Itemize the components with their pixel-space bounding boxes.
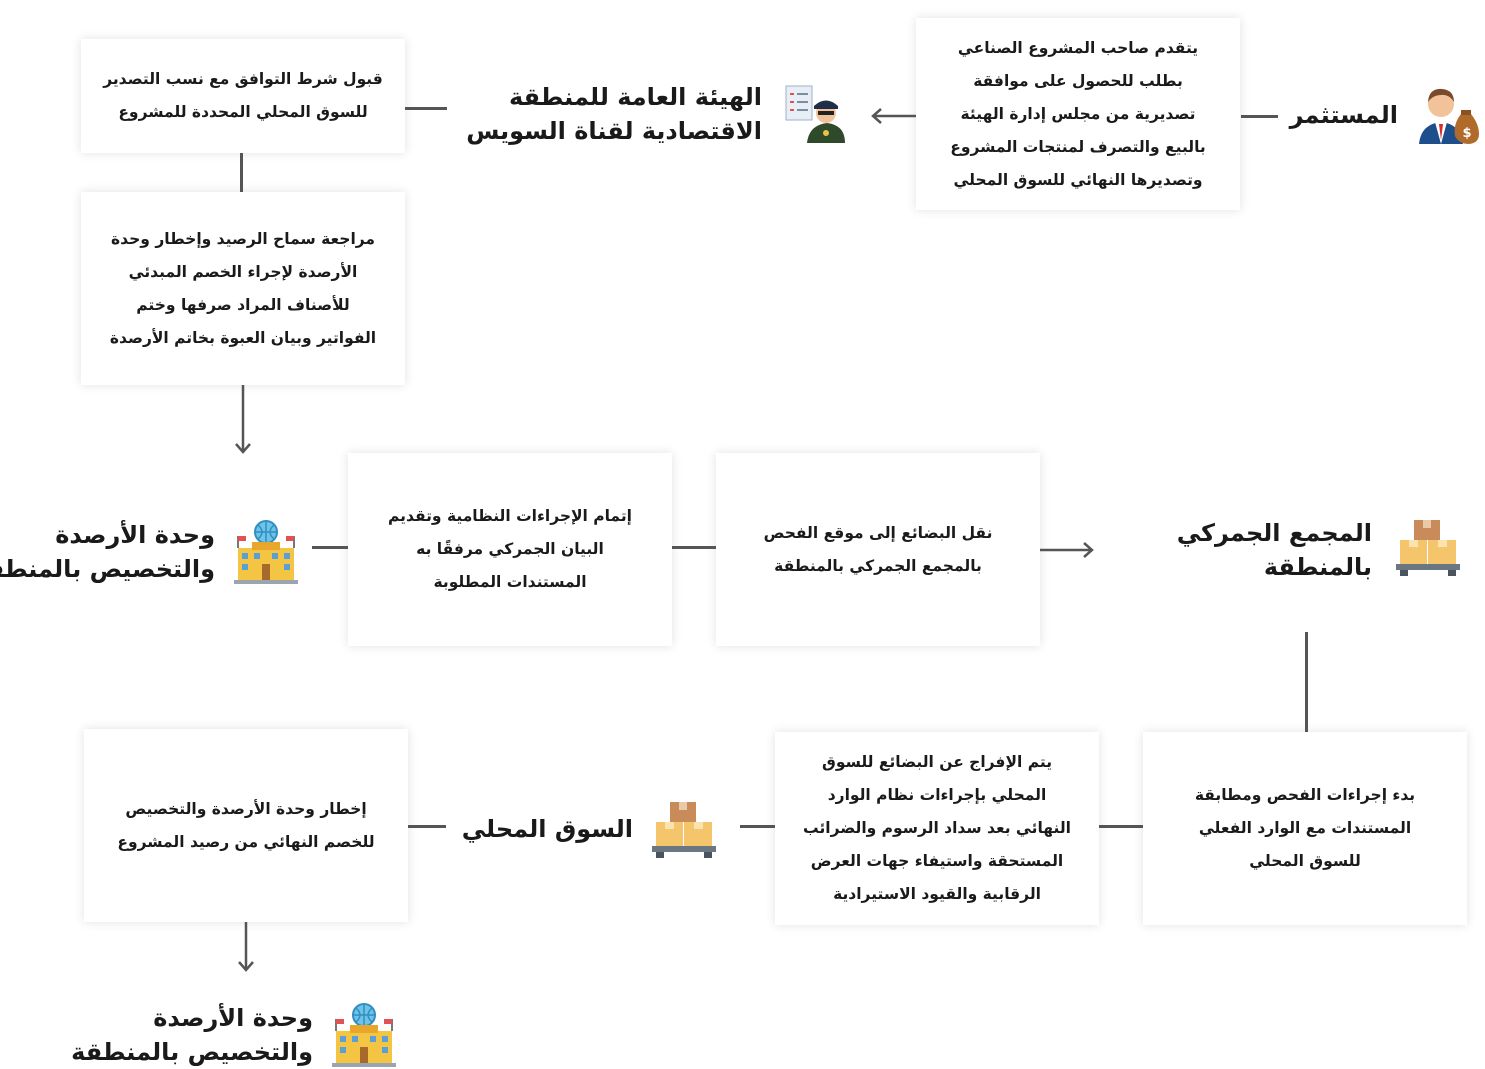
svg-text:$: $ [1462,126,1471,141]
step-text-line: بالبيع والتصرف لمنتجات المشروع [950,137,1206,156]
step-text-line: بالمجمع الجمركي بالمنطقة [774,556,982,575]
step-1-box: يتقدم صاحب المشروع الصناعي بطلب للحصول ع… [916,18,1240,210]
arrow-down [235,385,251,454]
connector-line [740,825,775,828]
step-6-box: بدء إجراءات الفحص ومطابقة المستندات مع ا… [1143,732,1467,925]
step-2-box: قبول شرط التوافق مع نسب التصدير للسوق ال… [81,39,405,153]
step-text-line: مراجعة سماح الرصيد وإخطار وحدة [111,229,375,248]
building-globe-icon [332,1003,396,1067]
step-text-line: الأرصدة لإجراء الخصم المبدئي [128,262,358,281]
step-text-line: الفواتير وبيان العبوة بخاتم الأرصدة [109,328,377,347]
connector-line [240,153,243,192]
step-5-box: نقل البضائع إلى موقع الفحص بالمجمع الجمر… [716,453,1040,646]
actor-investor: المستثمر [1290,98,1398,132]
step-text-line: البيان الجمركي مرفقًا به [416,540,604,558]
officer-checklist-icon [785,85,845,143]
label-line: وحدة الأرصدة [153,1004,313,1032]
label-line: الاقتصادية لقناة السويس [466,117,762,145]
step-text-line: النهائي بعد سداد الرسوم والضرائب [803,819,1071,837]
actor-balances-unit: وحدة الأرصدة والتخصيص بالمنطقة [0,518,215,586]
step-text-line: المستندات مع الوارد الفعلي [1198,819,1412,837]
boxes-pallet-icon [1396,520,1460,576]
step-text-line: للخصم النهائي من رصيد المشروع [117,832,375,851]
step-text-line: وتصديرها النهائي للسوق المحلي [953,170,1203,189]
boxes-pallet-icon [652,802,716,858]
connector-line [1305,632,1308,732]
step-text-line: إتمام الإجراءات النظامية وتقديم [388,507,632,525]
step-text-line: المحلي بإجراءات نظام الوارد [827,786,1047,804]
step-text-line: يتم الإفراج عن البضائع للسوق [822,753,1053,771]
step-3-box: مراجعة سماح الرصيد وإخطار وحدة الأرصدة ل… [81,192,405,385]
step-text-line: المستندات المطلوبة [433,573,587,591]
step-text-line: بطلب للحصول على موافقة [973,71,1183,90]
actor-authority: الهيئة العامة للمنطقة الاقتصادية لقناة ا… [466,80,762,148]
connector-line [405,107,447,110]
connector-line [1099,825,1143,828]
label-line: السوق المحلي [461,815,633,843]
arrow-right [1040,542,1094,558]
investor-icon: $ [1419,88,1479,144]
step-text-line: نقل البضائع إلى موقع الفحص [763,523,993,542]
connector-line [408,825,446,828]
step-text-line: للأصناف المراد صرفها وختم [136,295,350,314]
step-text-line: الرقابية والقيود الاستيرادية [833,885,1041,903]
step-8-box: إخطار وحدة الأرصدة والتخصيص للخصم النهائ… [84,729,408,922]
step-text-line: المستحقة واستيفاء جهات العرض [810,852,1064,870]
label-line: الهيئة العامة للمنطقة [508,83,762,111]
arrow-down [238,922,254,972]
step-7-box: يتم الإفراج عن البضائع للسوق المحلي بإجر… [775,732,1099,925]
arrow-left [871,108,916,124]
step-text-line: تصديرية من مجلس إدارة الهيئة [960,104,1196,123]
step-text-line: بدء إجراءات الفحص ومطابقة [1194,786,1416,804]
connector-line [672,546,716,549]
actor-local-market: السوق المحلي [462,812,633,846]
actor-customs-complex: المجمع الجمركي بالمنطقة [1177,516,1372,584]
step-text-line: قبول شرط التوافق مع نسب التصدير [103,70,383,88]
building-globe-icon [234,520,298,584]
actor-balances-unit-final: وحدة الأرصدة والتخصيص بالمنطقة [71,1001,313,1069]
label-line: وحدة الأرصدة [55,521,215,549]
connector-line [312,546,348,549]
step-text-line: إخطار وحدة الأرصدة والتخصيص [125,799,367,818]
label-line: بالمنطقة [1263,553,1372,581]
connector-line [1241,115,1278,118]
label-line: المجمع الجمركي [1176,519,1372,547]
label-line: المستثمر [1289,101,1398,129]
label-line: والتخصيص بالمنطقة [71,1038,313,1066]
step-text-line: يتقدم صاحب المشروع الصناعي [957,38,1199,57]
step-text-line: للسوق المحلي المحددة للمشروع [118,103,368,121]
step-text-line: للسوق المحلي [1249,852,1361,870]
label-line: والتخصيص بالمنطقة [0,555,215,583]
step-4-box: إتمام الإجراءات النظامية وتقديم البيان ا… [348,453,672,646]
